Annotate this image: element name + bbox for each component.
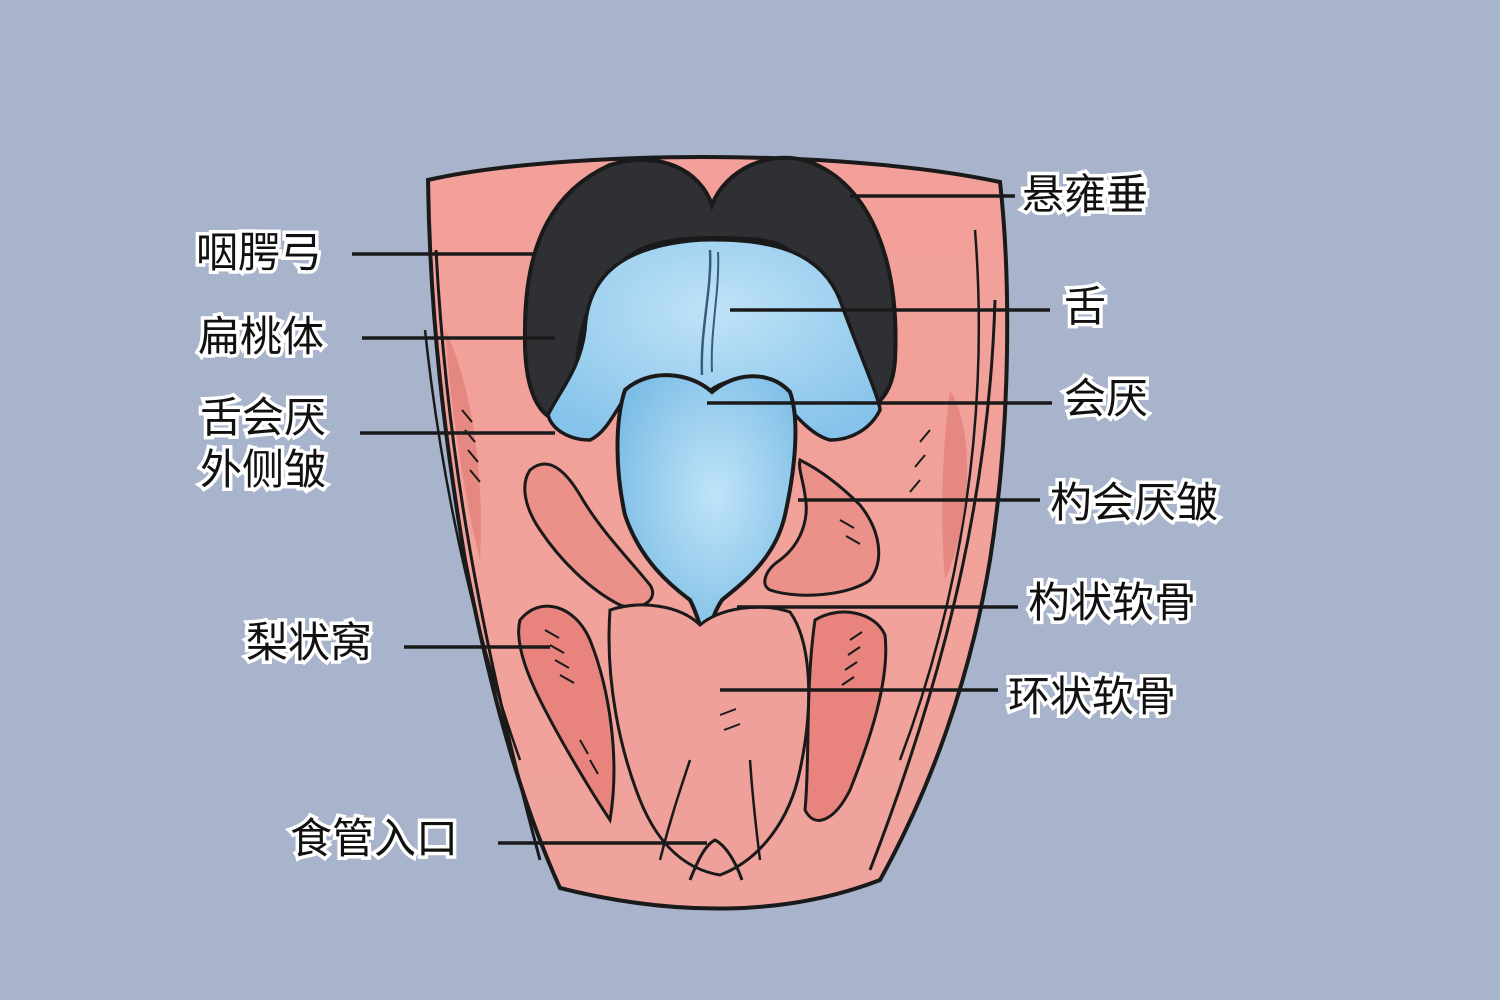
label-esophagus-entrance: 食管入口 [286,811,461,867]
label-tonsil: 扁桃体 [194,309,327,365]
left-aryepiglottic-fold [523,462,654,609]
epiglottis-shape [615,373,798,642]
texture-hatching [461,409,931,775]
left-wall-line-2 [423,329,522,761]
label-palatopharyngeal-arch: 咽腭弓 [192,225,325,281]
label-piriform-recess: 梨状窝 [242,615,375,671]
leader-lines [352,194,1052,845]
right-shadow [942,390,968,580]
tongue-median-groove-2 [710,251,720,373]
left-shadow [445,330,481,560]
label-lateral-glossoepiglottic-fold: 舌会厌 外侧皱 [196,390,329,498]
label-tongue: 舌 [1060,279,1109,335]
esophagus-lines [658,759,762,861]
label-arytenoid-cartilage: 杓状软骨 [1024,575,1199,631]
label-epiglottis: 会厌 [1060,371,1151,427]
left-piriform-recess [517,604,616,824]
tongue-median-groove [700,249,712,376]
label-aryepiglottic-fold: 杓会厌皱 [1046,475,1221,531]
right-piriform-recess [803,610,888,822]
left-wall-line [434,249,542,861]
label-uvula: 悬雍垂 [1018,167,1151,223]
right-wall-line [868,299,997,871]
label-cricoid-cartilage: 环状软骨 [1004,669,1179,725]
cricoid-region [607,603,811,877]
esophagus-crease [688,838,744,881]
right-aryepiglottic-fold [763,457,881,597]
